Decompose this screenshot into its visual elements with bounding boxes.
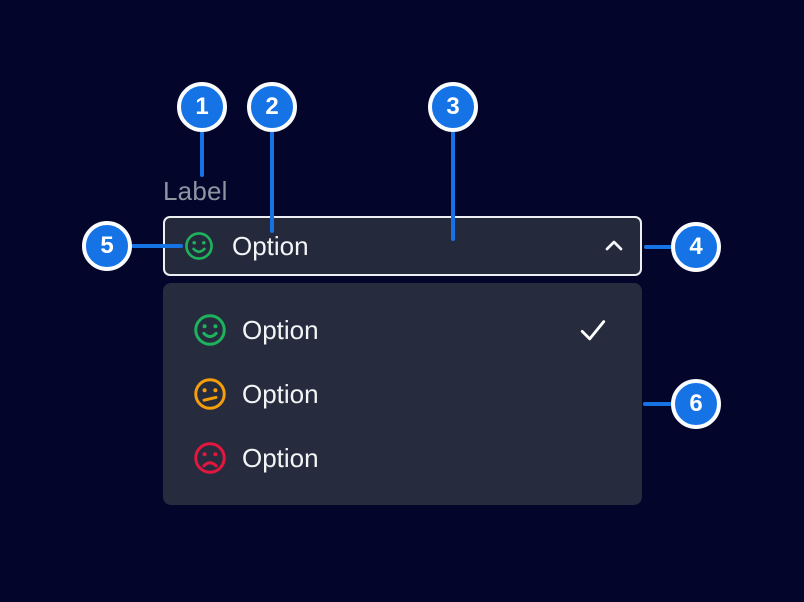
menu-item-positive[interactable]: Option	[163, 298, 642, 362]
callout-line-3	[451, 129, 455, 241]
menu-item-neutral[interactable]: Option	[163, 362, 642, 426]
callout-number: 6	[689, 390, 703, 417]
callout-number: 3	[446, 93, 460, 120]
happy-face-icon	[185, 232, 213, 260]
happy-face-icon	[194, 314, 226, 346]
check-icon	[580, 320, 606, 341]
chevron-up-icon[interactable]	[602, 234, 626, 258]
callout-number: 5	[100, 232, 114, 259]
selected-value: Option	[232, 230, 309, 261]
select-trigger[interactable]: Option	[163, 216, 642, 276]
dropdown-menu: Option Option Option	[163, 283, 642, 505]
callout-badge-3: 3	[428, 82, 478, 132]
callout-line-4	[644, 245, 672, 249]
callout-badge-1: 1	[177, 82, 227, 132]
menu-item-label: Option	[242, 442, 319, 473]
field-label: Label	[163, 176, 228, 206]
callout-line-1	[200, 129, 204, 177]
callout-badge-4: 4	[671, 222, 721, 272]
callout-line-6	[643, 402, 672, 406]
callout-number: 2	[265, 93, 279, 120]
callout-line-5	[131, 244, 183, 248]
callout-line-2	[270, 129, 274, 233]
neutral-face-icon	[194, 378, 226, 410]
sad-face-icon	[194, 442, 226, 474]
menu-item-label: Option	[242, 378, 319, 409]
menu-item-negative[interactable]: Option	[163, 426, 642, 490]
callout-number: 4	[689, 233, 703, 260]
menu-item-label: Option	[242, 314, 319, 345]
callout-number: 1	[195, 93, 209, 120]
callout-badge-2: 2	[247, 82, 297, 132]
callout-badge-6: 6	[671, 379, 721, 429]
callout-badge-5: 5	[82, 221, 132, 271]
